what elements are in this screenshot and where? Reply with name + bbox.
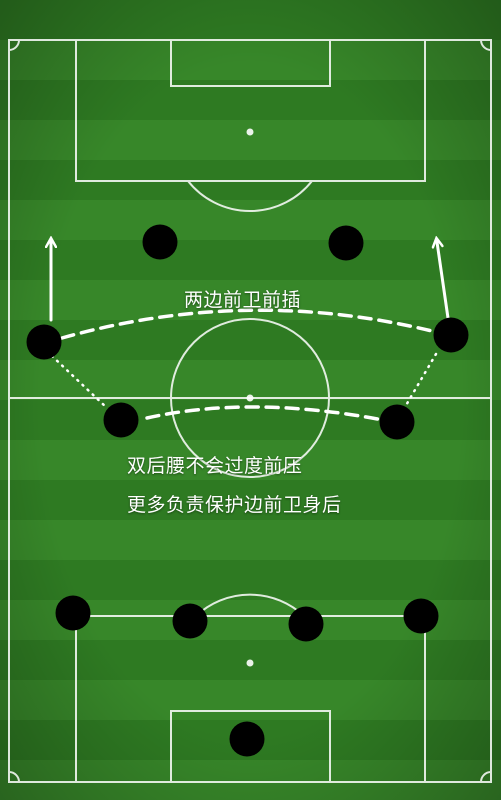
- player-left-defensive-midfielder: [103, 402, 139, 438]
- player-right-defensive-midfielder: [379, 404, 415, 440]
- bottom-penalty-arc: [195, 593, 305, 617]
- player-left-back: [55, 595, 91, 631]
- defensive-midfielders-dashed-arc: [145, 405, 385, 422]
- player-left-wide-midfielder: [26, 324, 62, 360]
- annotation-cover-wings: 更多负责保护边前卫身后: [127, 494, 342, 516]
- player-right-wide-midfielder: [433, 317, 469, 353]
- tactical-lines: [50, 242, 450, 422]
- wide-midfielders-dashed-arc: [60, 308, 442, 340]
- center-spot: [246, 394, 254, 402]
- player-goalkeeper: [229, 721, 265, 757]
- player-right-center-back: [288, 606, 324, 642]
- player-striker-right: [328, 225, 364, 261]
- left-support-dotted-line: [50, 354, 109, 410]
- annotation-wingbacks-push: 两边前卫前插: [184, 289, 302, 311]
- top-goal-area: [170, 39, 331, 87]
- bottom-goal-area: [170, 710, 331, 783]
- player-left-center-back: [172, 603, 208, 639]
- right-support-dotted-line: [403, 352, 438, 409]
- pitch-markings: [8, 39, 492, 783]
- center-circle: [170, 318, 330, 478]
- players: [26, 224, 469, 757]
- player-striker-left: [142, 224, 178, 260]
- player-right-back: [403, 598, 439, 634]
- annotation-dm-no-press: 双后腰不会过度前压: [127, 455, 303, 477]
- bottom-penalty-spot: [246, 659, 254, 667]
- top-penalty-spot: [246, 128, 254, 136]
- top-penalty-arc: [187, 180, 313, 213]
- right-run-arrow: [437, 242, 450, 320]
